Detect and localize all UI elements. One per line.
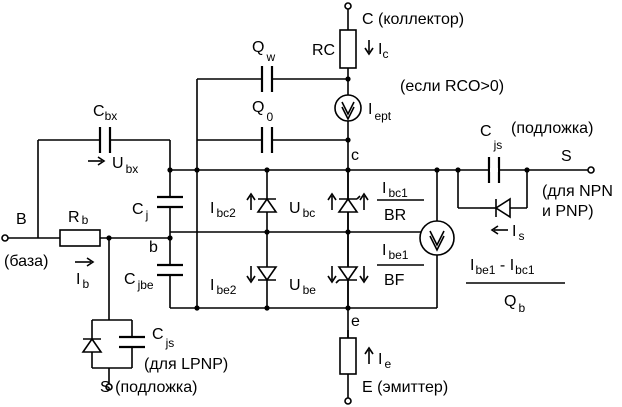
emitter-label: E (эмиттер) bbox=[362, 379, 448, 396]
base-terminal bbox=[1, 234, 9, 242]
substrate-diode-right-symbol bbox=[480, 197, 511, 219]
cjs-right-label: Cjs bbox=[480, 123, 502, 152]
internal-c-label: c bbox=[351, 147, 359, 164]
q0-label: Q0 bbox=[252, 99, 273, 124]
rc-label: RC bbox=[312, 42, 335, 59]
ibc1-br-denominator-label: BR bbox=[384, 207, 406, 224]
internal-e-label: e bbox=[351, 313, 360, 330]
collector-terminal bbox=[344, 2, 352, 10]
collector-label: C (коллектор) bbox=[362, 11, 464, 28]
rb-resistor-symbol bbox=[59, 229, 101, 247]
cjbe-capacitor-symbol bbox=[157, 263, 183, 277]
cj-capacitor-symbol bbox=[157, 195, 183, 209]
rc-resistor-symbol bbox=[339, 29, 357, 69]
ibc2-diode-symbol bbox=[256, 197, 278, 213]
cjs-bottom-capacitor-symbol bbox=[119, 335, 145, 349]
current-arrows bbox=[75, 40, 508, 364]
emitter-terminal bbox=[344, 397, 352, 405]
q0-capacitor-symbol bbox=[260, 127, 274, 153]
lpnp-note-label: (для LPNP) bbox=[144, 356, 228, 373]
re-resistor-symbol bbox=[339, 337, 357, 375]
qw-capacitor-symbol bbox=[260, 66, 274, 92]
ube-diode-symbol bbox=[337, 266, 359, 282]
ubc-diode-symbol bbox=[337, 197, 359, 213]
base-note-label: (база) bbox=[4, 253, 48, 270]
substrate-right-type-label: (для NPN bbox=[542, 183, 613, 200]
substrate-top-note-label: (подложка) bbox=[511, 120, 593, 137]
cjs-right-capacitor-symbol bbox=[487, 157, 501, 183]
cbx-label: Cbx bbox=[93, 103, 117, 123]
transfer-numerator-label: Ibe1 - Ibc1 bbox=[470, 257, 535, 277]
iept-condition-label: (если RCO>0) bbox=[400, 78, 504, 95]
cbx-capacitor-symbol bbox=[98, 127, 112, 153]
iept-current-source-symbol bbox=[334, 94, 362, 122]
substrate-right-label: S bbox=[561, 148, 572, 165]
junction-dots bbox=[106, 76, 530, 311]
substrate-right-terminal bbox=[587, 166, 595, 174]
substrate-bottom-label: S (подложка) bbox=[100, 379, 198, 396]
internal-b-label: b bbox=[149, 239, 158, 256]
substrate-diode-bottom-symbol bbox=[81, 337, 103, 353]
substrate-right-type2-label: и PNP) bbox=[542, 203, 594, 220]
substrate-bottom-terminal bbox=[105, 383, 113, 391]
transfer-current-source-symbol bbox=[419, 220, 455, 256]
ic-label: Ic bbox=[378, 41, 388, 61]
base-label: B bbox=[16, 211, 27, 228]
ibe1-bf-denominator-label: BF bbox=[384, 272, 405, 289]
qw-label: Qw bbox=[252, 39, 275, 64]
ibe2-diode-symbol bbox=[256, 266, 278, 282]
